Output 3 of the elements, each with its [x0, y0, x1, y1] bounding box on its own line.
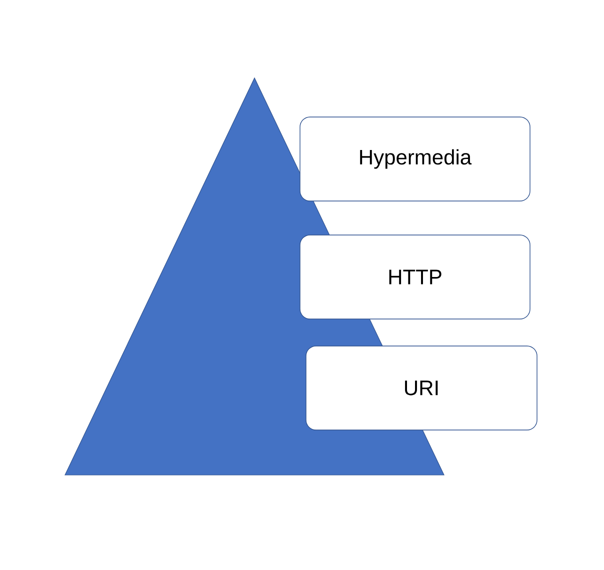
layer-box: Hypermedia — [300, 116, 530, 202]
layer-box: URI — [306, 346, 538, 430]
layer-box: HTTP — [300, 234, 530, 320]
